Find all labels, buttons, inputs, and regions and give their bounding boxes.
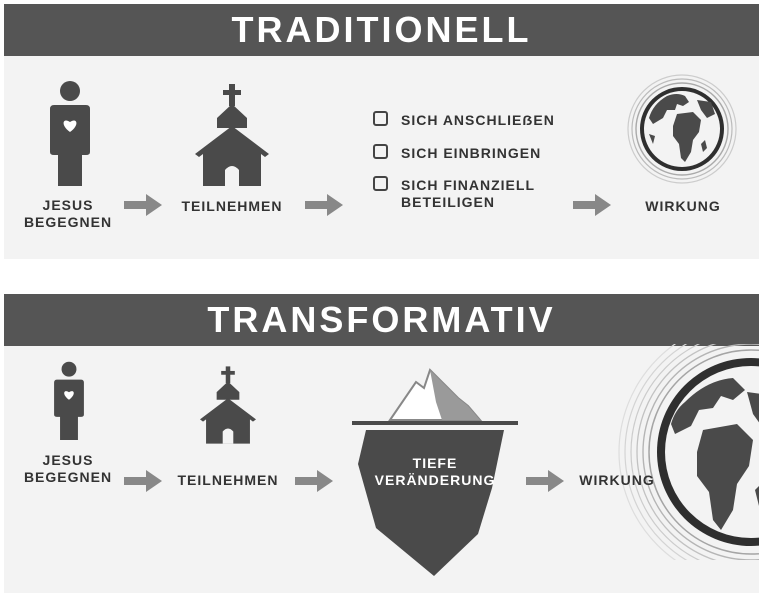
trans-step-attend: TEILNEHMEN: [177, 472, 279, 488]
church-icon: [200, 366, 256, 444]
arrow-right-icon: [526, 470, 564, 492]
arrow-right-icon: [305, 194, 343, 216]
trans-step-change: TIEFE VERÄNDERUNG: [374, 455, 496, 488]
checklist-item-finance: SICH FINANZIELL BETEILIGEN: [401, 177, 535, 210]
trad-step-attend: TEILNEHMEN: [181, 198, 283, 214]
arrow-right-icon: [295, 470, 333, 492]
church-icon: [195, 84, 269, 186]
trans-step-impact: WIRKUNG: [579, 472, 655, 488]
iceberg-icon: [352, 368, 518, 576]
trad-step-meet: JESUS BEGEGNEN: [23, 197, 113, 230]
globe-icon: [627, 74, 737, 184]
globe-icon: [618, 344, 759, 560]
checkbox-icon: [373, 144, 388, 159]
checkbox-icon: [373, 176, 388, 191]
arrow-right-icon: [124, 194, 162, 216]
person-heart-icon: [50, 81, 90, 186]
checkbox-icon: [373, 111, 388, 126]
transformative-title: TRANSFORMATIV: [4, 294, 759, 346]
arrow-right-icon: [573, 194, 611, 216]
person-heart-icon: [54, 361, 84, 441]
traditional-title: TRADITIONELL: [4, 4, 759, 56]
checklist-item-contribute: SICH EINBRINGEN: [401, 145, 542, 161]
trans-step-meet: JESUS BEGEGNEN: [23, 452, 113, 485]
trad-step-impact: WIRKUNG: [645, 198, 721, 214]
checklist-item-join: SICH ANSCHLIEẞEN: [401, 112, 555, 128]
arrow-right-icon: [124, 470, 162, 492]
